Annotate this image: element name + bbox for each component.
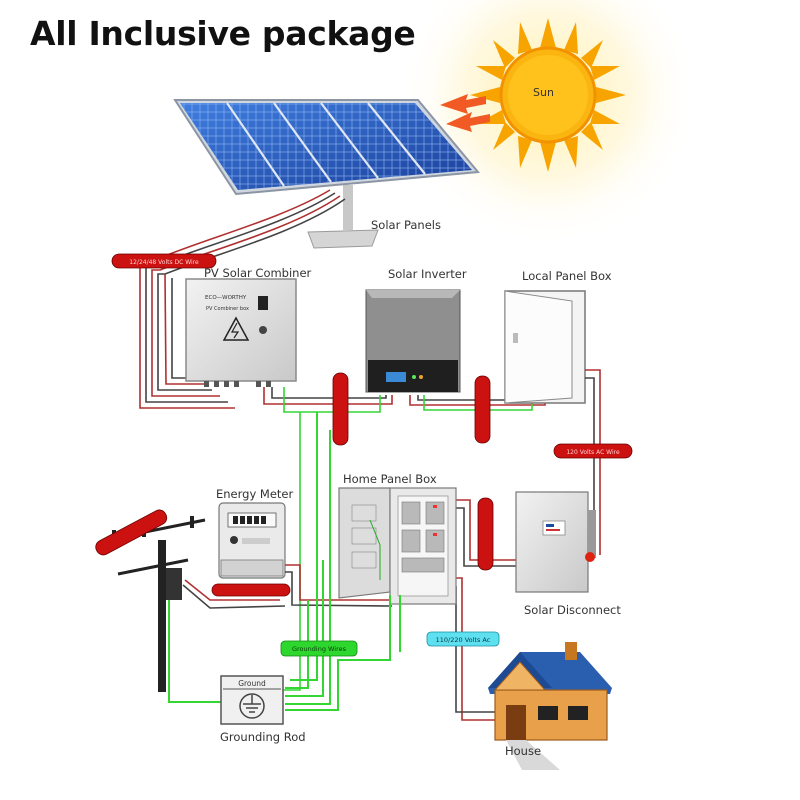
wire-tag-meter [211,583,291,597]
solar-panels-icon [173,99,480,249]
sun-label: Sun [533,86,554,99]
wire-tag-grounding-text: Grounding Wires [292,645,347,653]
wire-tag-ac-right-text: 120 Volts AC Wire [566,449,620,456]
solar-inverter [365,289,461,393]
wire-tag-house-ac: 110/220 Volts Ac [426,631,500,647]
home-panel-box-label: Home Panel Box [343,472,437,486]
wire-tag-ac-right: 120 Volts AC Wire [553,443,633,459]
wire-tag-house-ac-text: 110/220 Volts Ac [436,636,491,644]
energy-meter [218,502,286,579]
wire-tag-vertical-2 [474,375,491,444]
pv-combiner-box: ECO—WORTHY PV Combiner box [185,278,297,387]
meter-wires [182,564,393,609]
solar-inverter-label: Solar Inverter [388,267,467,281]
house-icon [488,642,612,770]
ground-symbol-icon [239,693,265,719]
wire-tag-vertical-1 [332,372,349,446]
ground-box: Ground [220,675,284,725]
grounding-wires [168,412,401,711]
solar-panels-label: Solar Panels [371,218,441,232]
sun-ray-arrows [440,94,490,132]
wire-tag-dc-top-text: 12/24/48 Volts DC Wire [129,259,199,266]
sun-icon [398,0,698,245]
local-panel-box [504,290,586,404]
solar-disconnect-label: Solar Disconnect [524,603,621,617]
wire-tag-vertical-3 [477,497,494,571]
grounding-rod-label: Grounding Rod [220,730,306,744]
ground-box-label: Ground [238,679,266,688]
house-label: House [505,744,542,758]
combiner-brand-text: ECO—WORTHY [205,295,247,301]
ac-wires-right [455,369,601,721]
solar-disconnect [515,491,596,593]
page-title: All Inclusive package [30,14,416,53]
wire-tag-grounding: Grounding Wires [280,640,358,657]
energy-meter-label: Energy Meter [216,487,294,501]
combiner-model-text: PV Combiner box [206,306,249,312]
home-panel-box [338,487,457,605]
pv-combiner-label: PV Solar Combiner [204,266,312,280]
wire-tag-pole [95,509,168,556]
local-panel-box-label: Local Panel Box [522,269,612,283]
wire-tag-dc-top: 12/24/48 Volts DC Wire [111,253,217,269]
